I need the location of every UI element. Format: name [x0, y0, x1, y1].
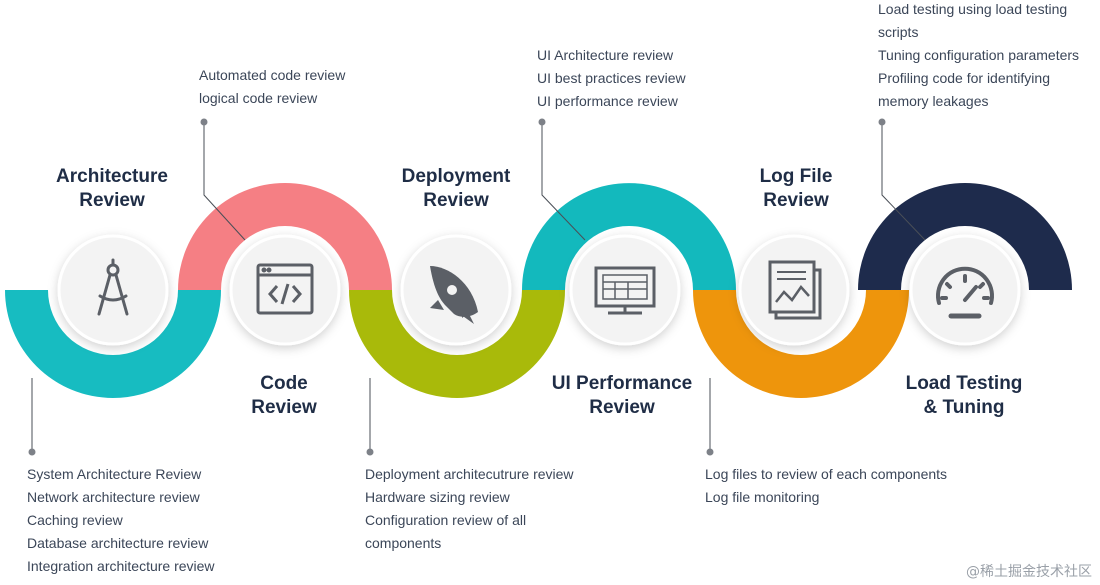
detail-item: Caching review	[27, 512, 123, 528]
detail-item: memory leakages	[878, 93, 989, 109]
detail-item: Configuration review of all	[365, 512, 527, 528]
detail-item: scripts	[878, 24, 919, 40]
compass-icon	[97, 258, 129, 316]
monitor-dashboard-icon	[594, 266, 656, 315]
arc-code	[178, 183, 392, 290]
icon-circle-architecture	[57, 234, 169, 346]
connector-dot-log-file	[706, 448, 714, 456]
log-report-icon	[768, 260, 822, 320]
details-deployment: Deployment architecutrure review Hardwar…	[365, 463, 574, 555]
detail-item: Database architecture review	[27, 535, 209, 551]
details-architecture: System Architecture Review Network archi…	[27, 463, 215, 578]
detail-item: logical code review	[199, 90, 318, 106]
detail-item: Integration architecture review	[27, 558, 215, 574]
detail-item: Tuning configuration parameters	[878, 47, 1080, 63]
detail-item: UI performance review	[537, 93, 678, 109]
detail-item: Deployment architecutrure review	[365, 466, 574, 482]
connector-ui-performance	[541, 122, 586, 241]
watermark: @稀土掘金技术社区	[966, 564, 1092, 580]
detail-item: Automated code review	[199, 67, 346, 83]
arc-deployment	[349, 290, 565, 398]
detail-item: System Architecture Review	[27, 466, 202, 482]
detail-item: Load testing using load testing	[878, 1, 1068, 17]
detail-item: Network architecture review	[27, 489, 200, 505]
icon-circle-ui-performance	[569, 234, 681, 346]
connector-code	[203, 122, 246, 241]
detail-item: components	[365, 535, 442, 551]
speedometer-icon	[936, 266, 994, 319]
detail-item: UI best practices review	[537, 70, 686, 86]
detail-item: Hardware sizing review	[365, 489, 510, 505]
connector-dot-load-testing	[878, 118, 886, 126]
connector-dot-deployment	[366, 448, 374, 456]
detail-item: Log file monitoring	[705, 489, 820, 505]
connector-load-testing	[881, 122, 926, 241]
arc-ui-performance	[522, 183, 736, 290]
icon-circle-load-testing	[909, 234, 1021, 346]
detail-item: Log files to review of each components	[705, 466, 948, 482]
details-code: Automated code review logical code revie…	[199, 64, 345, 110]
details-load-testing: Load testing using load testing scripts …	[878, 0, 1079, 113]
title-load-testing: Load Testing& Tuning	[905, 373, 1023, 418]
details-ui-performance: UI Architecture review UI best practices…	[537, 44, 686, 113]
detail-item: UI Architecture review	[537, 47, 674, 63]
detail-item: Profiling code for identifying	[878, 70, 1050, 86]
rocket-icon	[430, 266, 478, 324]
code-window-icon	[256, 263, 314, 315]
arc-load-testing	[858, 183, 1072, 290]
connector-dot-code	[200, 118, 208, 126]
connector-dot-ui-performance	[538, 118, 546, 126]
details-log-file: Log files to review of each components L…	[705, 463, 947, 509]
arc-architecture	[5, 290, 221, 398]
connector-dot-architecture	[28, 448, 36, 456]
arc-log-file	[693, 290, 909, 398]
icon-circle-log-file	[738, 234, 850, 346]
